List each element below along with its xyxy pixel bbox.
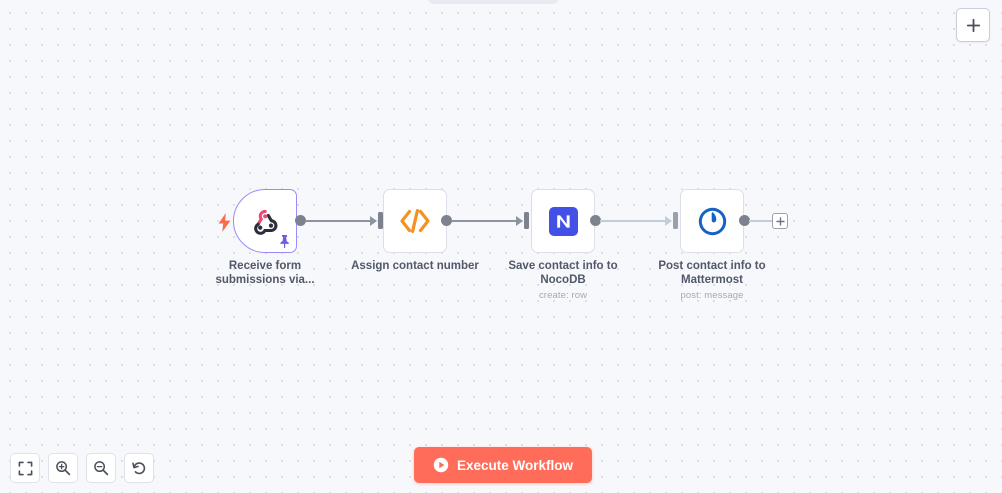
connection-trigger-to-code[interactable] (305, 220, 372, 222)
zoom-out-icon (94, 461, 109, 476)
node-assign-contact-number[interactable] (383, 189, 447, 253)
nocodb-icon (546, 204, 580, 238)
connection-tail-stub (749, 220, 773, 222)
output-endpoint-mattermost-node[interactable] (739, 215, 750, 226)
reset-zoom-icon (132, 462, 146, 475)
canvas-zoom-toolbar (10, 453, 154, 483)
plus-icon (966, 18, 980, 32)
input-endpoint-nocodb-node[interactable] (524, 212, 529, 229)
node-label-form-trigger: Receive form submissions via... (215, 260, 315, 286)
node-operation-mattermost: post: message (680, 290, 744, 301)
node-save-contact-info-nocodb[interactable] (531, 189, 595, 253)
top-toolbar-pill (427, 0, 559, 4)
webhook-icon (248, 204, 282, 238)
input-endpoint-code-node[interactable] (378, 212, 383, 229)
connection-code-to-nocodb[interactable] (451, 220, 518, 222)
node-label-nocodb: Save contact info to NocoDB create: row (483, 260, 643, 303)
zoom-in-button[interactable] (48, 453, 78, 483)
node-label-mattermost: Post contact info to Mattermost post: me… (632, 260, 792, 303)
play-icon (433, 457, 449, 473)
connection-arrow-2 (516, 216, 523, 226)
plus-icon (775, 216, 785, 226)
node-form-trigger[interactable] (218, 189, 297, 253)
mattermost-icon (695, 204, 729, 238)
fit-to-view-icon (18, 461, 32, 475)
execute-workflow-button[interactable]: Execute Workflow (414, 447, 593, 483)
node-label-assign-contact-number: Assign contact number (351, 260, 479, 272)
zoom-in-icon (56, 461, 71, 476)
code-icon (398, 204, 432, 238)
connection-arrow-1 (370, 216, 377, 226)
connection-arrow-3 (665, 216, 672, 226)
output-endpoint-nocodb-node[interactable] (590, 215, 601, 226)
input-endpoint-mattermost-node[interactable] (673, 212, 678, 229)
add-node-panel-button[interactable] (956, 8, 990, 42)
connection-nocodb-to-mattermost[interactable] (600, 220, 667, 222)
trigger-bolt-icon (217, 212, 231, 232)
fit-to-view-button[interactable] (10, 453, 40, 483)
output-endpoint-form-trigger[interactable] (295, 215, 306, 226)
reset-zoom-button[interactable] (124, 453, 154, 483)
zoom-out-button[interactable] (86, 453, 116, 483)
output-endpoint-code-node[interactable] (441, 215, 452, 226)
add-next-node-button[interactable] (772, 213, 788, 229)
execute-workflow-label: Execute Workflow (457, 457, 574, 473)
pin-icon (278, 234, 291, 249)
node-operation-nocodb: create: row (538, 290, 588, 301)
node-post-contact-info-mattermost[interactable] (680, 189, 744, 253)
